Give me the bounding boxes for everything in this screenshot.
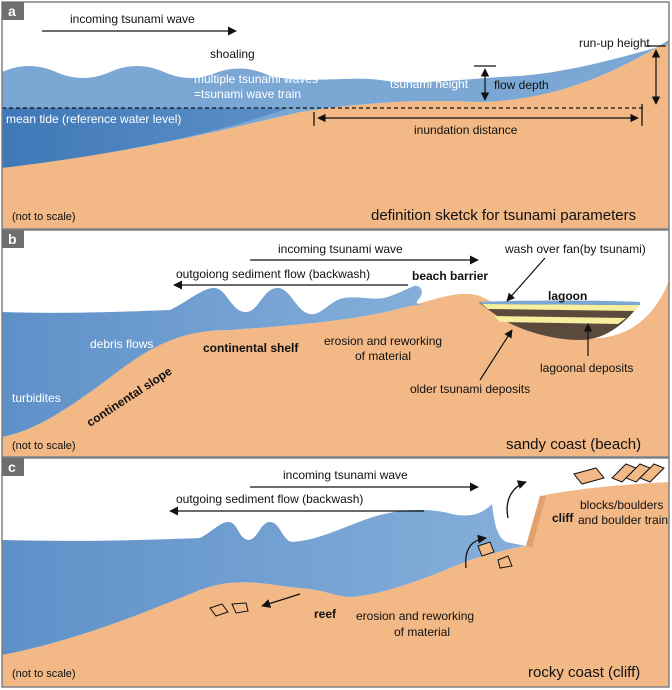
boulder-top-4 [639,463,665,483]
not-to-scale-b: (not to scale) [12,440,76,452]
incoming-wave-label-a: incoming tsunami wave [70,12,195,26]
turbidites-label: turbidites [12,391,61,405]
flow-depth-label: flow depth [494,78,549,92]
cliff-label: cliff [552,511,574,525]
boulder-lift-arrow [465,534,487,569]
lagoon-label: lagoon [548,289,587,303]
panel-b-frame [1,229,670,458]
panel-b: incoming tsunami wave outgoiong sediment… [2,230,669,457]
inundation-distance-label: inundation distance [414,123,518,137]
lagoonal-deposits-label: lagoonal deposits [540,361,633,375]
erosion-label-b-2: of material [355,349,411,363]
lagoonal-deposit-layer-upper [482,304,640,311]
caption-b: sandy coast (beach) [506,436,641,453]
shoaling-label: shoaling [210,47,255,61]
wash-over-fan-label: wash over fan(by tsunami) [504,242,646,256]
panel-b-land [2,280,669,457]
erosion-label-c-2: of material [394,625,450,639]
panel-c-water [2,504,526,655]
panel-a-deep-water [2,108,290,168]
panel-c-land [2,482,669,687]
older-deposits-pointer [479,329,513,381]
wash-over-fan-pointer [506,257,546,302]
panel-a-land [2,40,669,229]
panel-b-letter: b [8,231,17,247]
reef-label: reef [314,607,337,621]
boulder-sea-2 [231,602,249,614]
blocks-label-1: blocks/boulders [580,498,663,512]
backwash-label-b: outgoiong sediment flow (backwash) [176,267,370,281]
boulder-sea-1 [209,603,229,617]
boulder-top-1 [573,467,605,485]
multiple-waves-label-2: =tsunami wave train [194,87,301,101]
erosion-label-b-1: erosion and reworking [324,334,442,348]
panel-a: incoming tsunami wave shoaling multiple … [2,2,669,229]
debris-flows-label: debris flows [90,337,153,351]
panel-c-letter: c [8,459,16,475]
panel-b-water [2,285,430,437]
cliff-face [526,496,546,548]
incoming-wave-label-c: incoming tsunami wave [283,468,408,482]
not-to-scale-a: (not to scale) [12,211,76,223]
blocks-label-2: and boulder trains [578,513,672,527]
boulder-transport-arrow-sea [261,593,301,608]
not-to-scale-c: (not to scale) [12,668,76,680]
panel-b-letter-box [2,230,24,248]
panel-a-frame [1,1,670,230]
continental-shelf-label: continental shelf [203,341,299,355]
multiple-waves-label-1: multiple tsunami waves [194,72,318,86]
mean-tide-label: mean tide (reference water level) [6,112,181,126]
run-up-height-label: run-up height [579,36,650,50]
panel-c-letter-box [2,458,24,476]
boulder-throw-arrow [506,480,527,519]
caption-a: definition sketck for tsunami parameters [371,207,636,224]
older-deposits-label: older tsunami deposits [410,382,530,396]
panel-a-letter-box [2,2,24,20]
lagoon-water [478,300,640,305]
panel-a-letter: a [8,3,16,19]
boulder-surf-2 [497,555,513,569]
backwash-label-c: outgoing sediment flow (backwash) [176,492,363,506]
panel-c-frame [1,457,670,688]
erosion-label-c-1: erosion and reworking [356,609,474,623]
panel-c: incoming tsunami wave outgoing sediment … [2,458,672,687]
caption-c: rocky coast (cliff) [528,664,640,681]
incoming-wave-label-b: incoming tsunami wave [278,242,403,256]
tsunami-height-label: tsunami height [390,77,469,91]
beach-barrier-label: beach barrier [412,269,488,283]
lagoonal-deposit-layer-lower [494,316,626,324]
